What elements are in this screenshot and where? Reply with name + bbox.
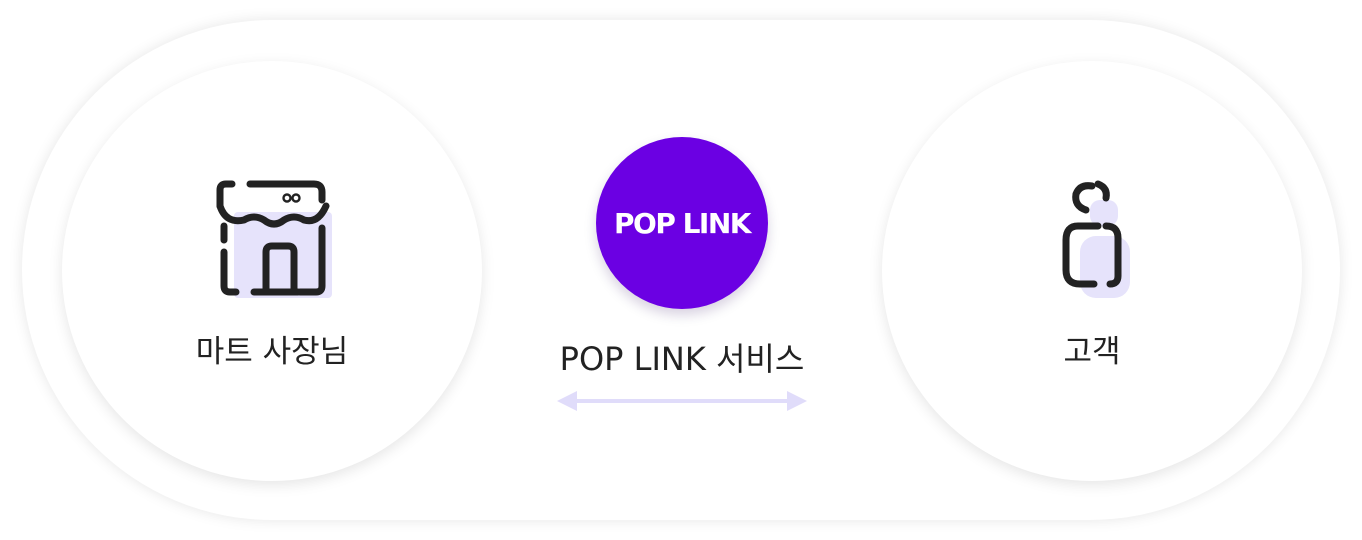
service-label: POP LINK 서비스	[559, 340, 805, 378]
store-icon	[216, 180, 332, 298]
pop-link-logo: POP LINK	[596, 137, 768, 309]
logo-text: POP LINK	[614, 206, 751, 240]
customer-label: 고객	[1063, 334, 1121, 370]
double-arrow-icon	[557, 391, 807, 411]
store-owner-label: 마트 사장님	[195, 334, 349, 370]
person-icon	[1062, 180, 1130, 298]
